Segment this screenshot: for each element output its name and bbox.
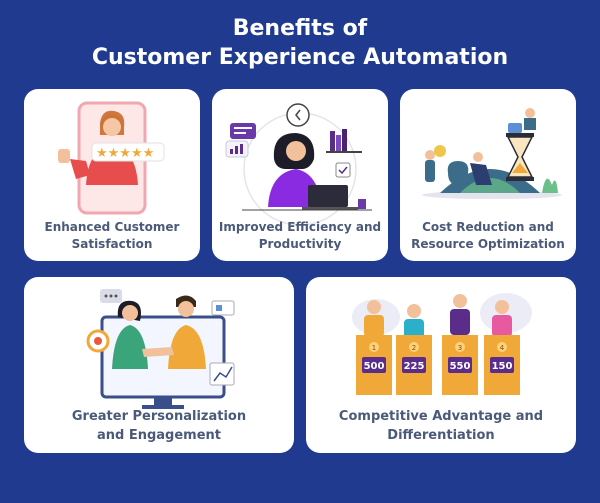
coin-icon — [434, 145, 446, 157]
podium-score-3: 550 — [450, 361, 471, 372]
woman-laptop-icon — [225, 103, 372, 226]
podium-contestants-icon: 1 500 2 225 3 550 4 150 — [352, 293, 532, 395]
card-5-line-2: Differentiation — [387, 428, 495, 443]
handshake-monitor-icon — [86, 289, 235, 409]
card-competitive-advantage: 1 500 2 225 3 550 4 150 Competitive Adva… — [306, 277, 576, 453]
contestant-2 — [404, 304, 424, 339]
podium-4: 4 150 — [484, 335, 520, 395]
card-3-line-2: Resource Optimization — [411, 237, 565, 251]
hourglass-icon — [422, 108, 562, 199]
card-cost-reduction: Cost Reduction and Resource Optimization — [400, 89, 576, 261]
podium-2: 2 225 — [396, 335, 432, 395]
card-enhanced-customer-satisfaction: ★★★★★ Enhanced Customer Satisfaction — [24, 89, 200, 261]
svg-text:★★★★★: ★★★★★ — [96, 146, 154, 161]
laptop-icon — [308, 185, 348, 207]
card-3-line-1: Cost Reduction and — [422, 220, 554, 234]
card-4-line-1: Greater Personalization — [71, 409, 247, 424]
podium-number-3: 3 — [458, 344, 462, 352]
podium-number-2: 2 — [412, 344, 416, 352]
podium-score-4: 150 — [492, 361, 513, 372]
podium-number-1: 1 — [372, 344, 376, 352]
rating-stars-icon: ★★★★★ — [58, 101, 165, 215]
card-4-line-2: and Engagement — [96, 428, 222, 443]
card-2-line-1: Improved Efficiency and — [218, 220, 382, 234]
podium-score-1: 500 — [364, 361, 385, 372]
contestant-3 — [450, 294, 470, 335]
title-line-1: Benefits of — [232, 16, 368, 41]
mug-icon — [358, 199, 366, 209]
podium-1: 1 500 — [356, 335, 392, 395]
card-1-line-1: Enhanced Customer — [44, 220, 180, 234]
podium-number-4: 4 — [500, 344, 505, 352]
card-1-line-2: Satisfaction — [71, 237, 153, 251]
title-line-2: Customer Experience Automation — [91, 45, 509, 70]
podium-3: 3 550 — [442, 335, 478, 395]
podium-score-2: 225 — [404, 361, 425, 372]
books-icon — [330, 131, 335, 151]
chat-bubble-icon — [230, 123, 256, 139]
card-greater-personalization: Greater Personalization and Engagement — [24, 277, 294, 453]
page-title: Benefits of Customer Experience Automati… — [0, 14, 600, 72]
contestant-1 — [364, 300, 384, 337]
money-bag-icon — [447, 161, 469, 185]
card-improved-efficiency: Improved Efficiency and Productivity — [212, 89, 388, 261]
card-5-line-1: Competitive Advantage and — [338, 409, 544, 424]
card-2-line-2: Productivity — [258, 237, 342, 251]
clock-icon — [286, 103, 310, 127]
contestant-4 — [492, 300, 512, 337]
